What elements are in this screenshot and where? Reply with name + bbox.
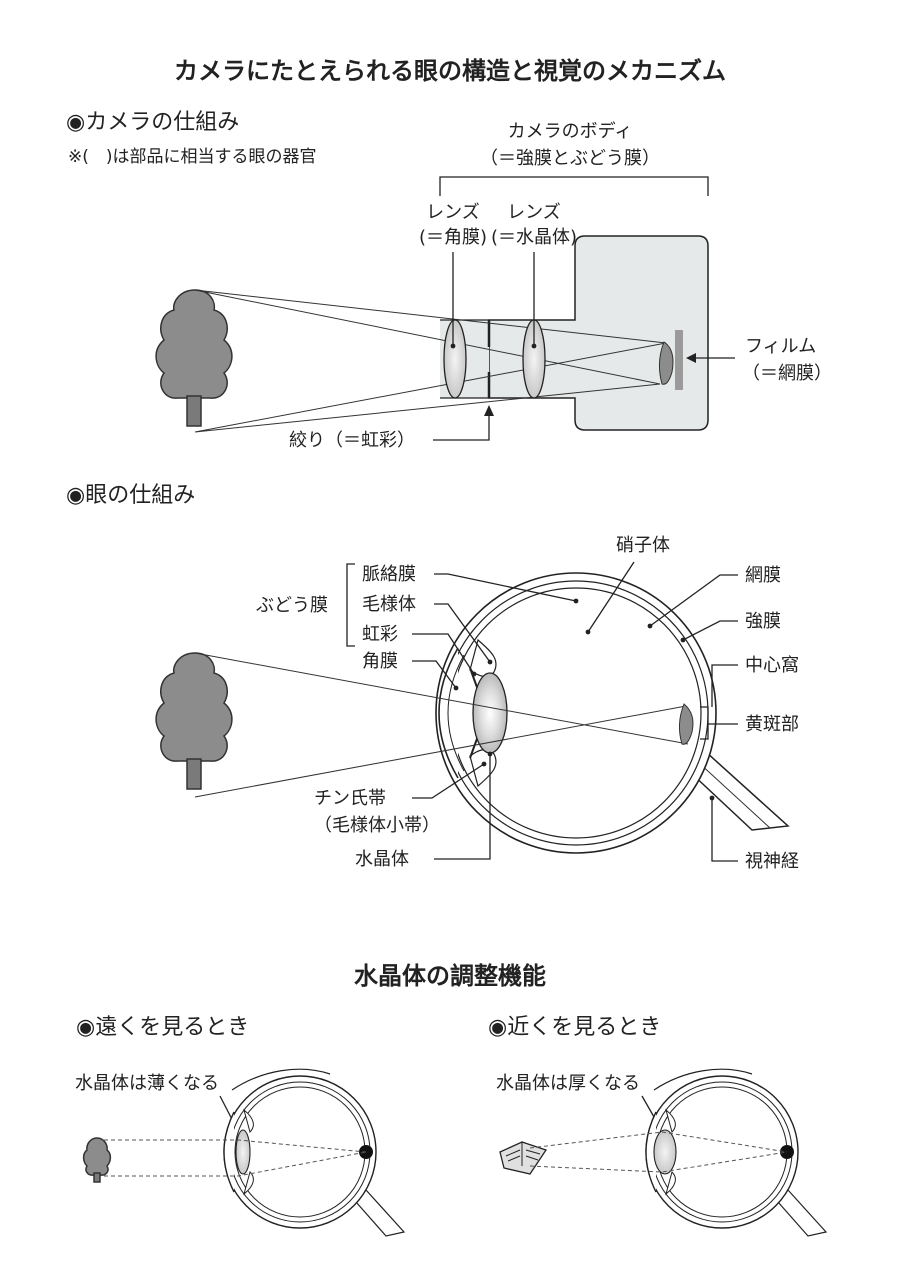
zonule-sub-label: （毛様体小帯）: [314, 815, 440, 836]
optic-leader: [711, 798, 738, 862]
far-eye: [223, 1068, 406, 1237]
ciliary-leader: [434, 603, 491, 663]
iris-eye-leader: [412, 633, 475, 675]
vitreous-leader: [587, 561, 635, 633]
zonule-leader: [412, 763, 485, 799]
near-heading: ◉近くを見るとき: [488, 1015, 661, 1040]
camera-lens-cornea: [443, 319, 467, 399]
far-lens: [235, 1129, 251, 1175]
camera-body-bracket: [439, 176, 709, 196]
retina-label: 網膜: [745, 565, 781, 586]
ciliary-label: 毛様体: [362, 594, 416, 615]
cornea-label: 角膜: [362, 651, 398, 672]
vitreous-label: 硝子体: [616, 535, 670, 556]
zonule-label: チン氏帯: [314, 788, 386, 809]
near-note: 水晶体は厚くなる: [496, 1073, 640, 1094]
fovea-leader: [711, 664, 738, 707]
fovea-label: 中心窩: [745, 655, 799, 676]
eye-section: ◉眼の仕組み 硝子体 網膜: [66, 483, 799, 872]
film-label: フィルム: [745, 336, 816, 357]
far-heading: ◉遠くを見るとき: [76, 1015, 249, 1040]
macula-bracket: [700, 706, 709, 740]
sclera-label: 強膜: [745, 611, 781, 632]
camera-light-rays: [194, 289, 667, 433]
tree-icon: [155, 652, 233, 790]
choroid-leader: [434, 573, 577, 602]
near-eye: [645, 1068, 828, 1237]
tree-icon: [155, 289, 233, 427]
lens2-eq: (＝水晶体): [491, 227, 577, 248]
near-rays: [529, 1131, 788, 1173]
accommodation-section: 水晶体の調整機能 ◉遠くを見るとき 水晶体は薄くなる ◉近くを見るとき 水晶体は…: [75, 962, 828, 1237]
camera-body-label: カメラのボディ: [508, 121, 633, 142]
sclera-leader: [682, 620, 738, 641]
uvea-bracket: [346, 563, 355, 647]
crystalline-lens: [472, 672, 508, 754]
cornea-leader: [412, 660, 457, 689]
page-title: カメラにたとえられる眼の構造と視覚のメカニズム: [174, 57, 726, 85]
iris-eye-label: 虹彩: [362, 624, 398, 645]
choroid-label: 脈絡膜: [362, 564, 416, 585]
optic-label: 視神経: [745, 851, 799, 872]
tree-icon: [82, 1137, 112, 1183]
camera-body: [488, 235, 709, 431]
film-strip: [675, 330, 683, 390]
lens2-label: レンズ: [507, 202, 561, 223]
uvea-label: ぶどう膜: [256, 595, 328, 616]
near-lens: [653, 1129, 677, 1175]
inverted-image: [658, 341, 674, 385]
book-icon: [499, 1141, 548, 1175]
lens1-eq: (＝角膜): [419, 227, 487, 248]
camera-heading: ◉カメラの仕組み: [66, 110, 239, 135]
camera-section: ◉カメラの仕組み ※( )は部品に相当する眼の器官 カメラのボディ （＝強膜とぶ…: [66, 110, 832, 451]
optic-nerve-inner: [697, 761, 771, 829]
film-eq: （＝網膜）: [742, 363, 832, 384]
retina-image: [678, 703, 694, 745]
macula-label: 黄斑部: [745, 714, 799, 735]
eye-light-rays: [194, 652, 689, 798]
camera-body-eq: （＝強膜とぶどう膜）: [480, 148, 660, 169]
iris-leader: [433, 414, 490, 441]
lens-leader: [434, 754, 491, 860]
far-note: 水晶体は薄くなる: [75, 1073, 219, 1094]
lens1-label: レンズ: [426, 202, 480, 223]
camera-note: ※( )は部品に相当する眼の器官: [68, 147, 317, 167]
eye-heading: ◉眼の仕組み: [66, 483, 195, 508]
iris-label: 絞り（＝虹彩）: [289, 430, 415, 451]
lens-label: 水晶体: [355, 849, 409, 870]
retina-leader: [649, 574, 738, 627]
far-rays: [104, 1139, 367, 1177]
lens-leaders: [452, 252, 535, 346]
accommodation-heading: 水晶体の調整機能: [354, 962, 546, 990]
